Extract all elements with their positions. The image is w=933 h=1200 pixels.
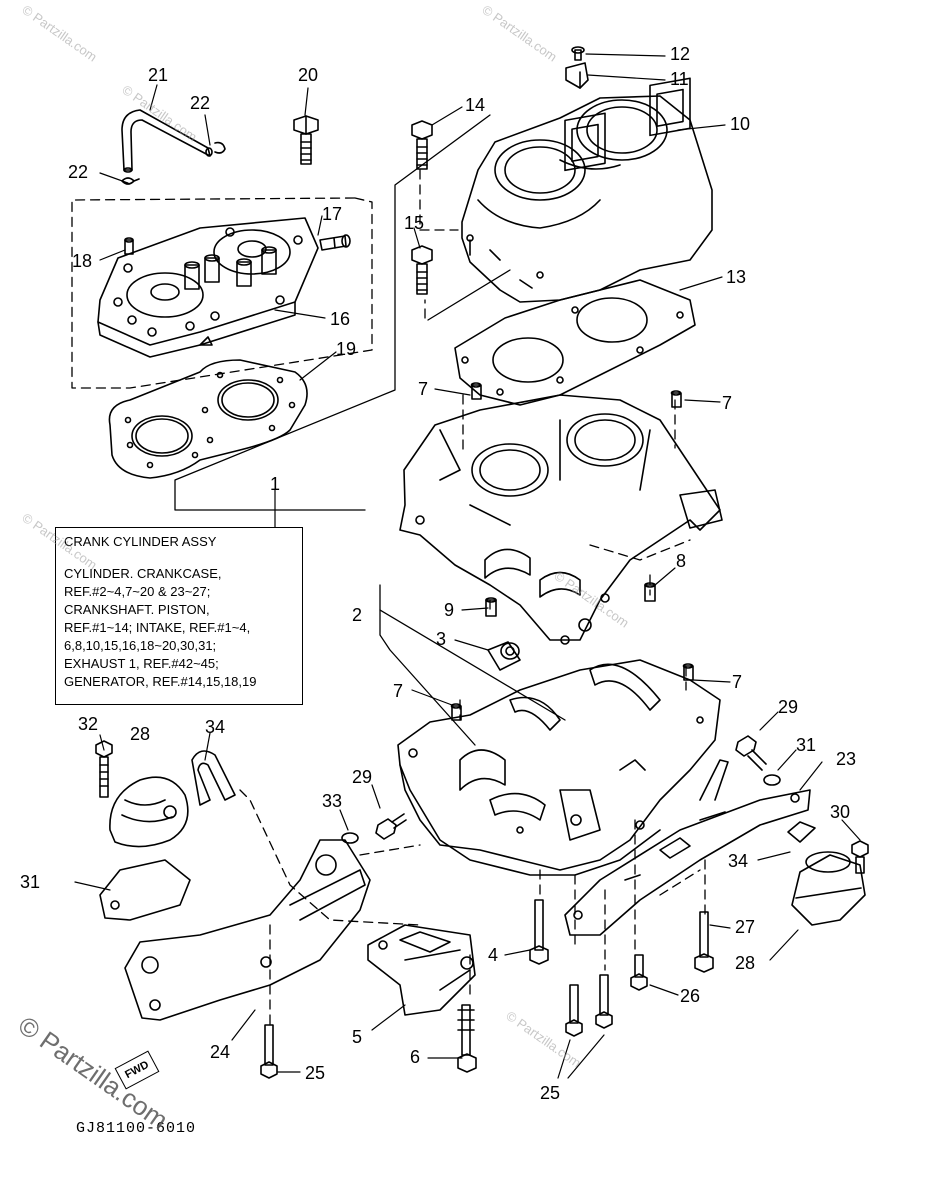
callout-number-26: 26 [680, 986, 701, 1006]
callout-number-19: 19 [336, 339, 357, 359]
engine-mount-part-23 [564, 759, 811, 936]
callout-number-28b: 28 [735, 953, 756, 973]
note-line: REF.#2~4,7~20 & 23~27; [64, 584, 211, 599]
callout-number-24: 24 [210, 1042, 231, 1062]
callout-number-34b: 34 [728, 851, 749, 871]
bolt-parts-29-30-32 [95, 735, 869, 874]
callout-number-16: 16 [330, 309, 351, 329]
callout-number-18: 18 [72, 251, 93, 271]
callout-number-2: 2 [352, 605, 363, 625]
callout-number-10: 10 [730, 114, 751, 134]
clamp-part-34a [191, 750, 236, 806]
note-line: CRANKSHAFT. PISTON, [64, 602, 210, 617]
drawing-code: GJ81100-6010 [76, 1120, 197, 1137]
callout-number-27: 27 [735, 917, 756, 937]
upper-crankcase-part-2 [399, 394, 723, 645]
callout-number-22b: 22 [68, 162, 89, 182]
callout-number-29a: 29 [778, 697, 799, 717]
assembly-note-box: CRANK CYLINDER ASSY CYLINDER. CRANKCASE,… [55, 527, 303, 705]
callout-number-15: 15 [404, 213, 425, 233]
rubber-mount-part-28a [109, 776, 189, 848]
dowel-part-18 [124, 237, 134, 255]
callout-number-14: 14 [465, 95, 486, 115]
callout-number-13: 13 [726, 267, 747, 287]
dowel-part-8 [644, 582, 656, 602]
callout-number-23: 23 [836, 749, 857, 769]
clamp-part-34b [787, 821, 816, 843]
bushing-part-3 [487, 641, 521, 671]
callout-number-31a: 31 [796, 735, 817, 755]
mount-block-part-5 [367, 924, 476, 1016]
callout-number-7a: 7 [418, 379, 429, 399]
callout-number-7d: 7 [393, 681, 404, 701]
base-gasket-part-13 [454, 279, 696, 406]
fitting-part-17 [319, 234, 351, 251]
callout-number-7c: 7 [732, 672, 743, 692]
note-title: CRANK CYLINDER ASSY [64, 534, 217, 549]
callout-number-9: 9 [444, 600, 455, 620]
leader-lines [74, 53, 861, 1079]
callout-number-29b: 29 [352, 767, 373, 787]
bolt-part-12 [571, 46, 585, 61]
bolts-4-6-25-26-27 [260, 899, 714, 1079]
callout-number-33: 33 [322, 791, 343, 811]
callout-number-12: 12 [670, 44, 691, 64]
callout-number-25a: 25 [305, 1063, 326, 1083]
callout-number-21: 21 [148, 65, 169, 85]
callout-number-32: 32 [78, 714, 99, 734]
callout-number-31b: 31 [20, 872, 41, 892]
callout-number-20: 20 [298, 65, 319, 85]
head-gasket-part-19 [108, 359, 308, 479]
dowel-parts-7 [450, 382, 694, 721]
callout-number-4: 4 [488, 945, 499, 965]
callout-number-30: 30 [830, 802, 851, 822]
callout-number-11: 11 [670, 69, 689, 89]
callout-number-7b: 7 [722, 393, 733, 413]
callout-number-5: 5 [352, 1027, 363, 1047]
group-outlines [71, 169, 706, 1026]
bolt-part-20 [293, 115, 319, 165]
bolt-part-15 [411, 245, 433, 295]
bracket-part-11 [565, 62, 589, 89]
cylinder-head-part-16 [97, 217, 319, 358]
callout-number-17: 17 [322, 204, 343, 224]
rubber-mount-part-28b [791, 851, 866, 926]
engine-mount-part-24 [124, 839, 371, 1021]
washer-part-31b [763, 774, 781, 786]
note-line: GENERATOR, REF.#14,15,18,19 [64, 674, 257, 689]
cylinder-part-10 [461, 77, 713, 303]
lower-crankcase [397, 659, 721, 876]
plate-part-31a [99, 859, 191, 921]
callout-number-25b: 25 [540, 1083, 561, 1103]
bolt-part-14 [411, 120, 433, 170]
callout-number-8: 8 [676, 551, 687, 571]
callout-number-22a: 22 [190, 93, 211, 113]
note-line: 6,8,10,15,16,18~20,30,31; [64, 638, 217, 653]
assembly-brackets [174, 114, 566, 746]
note-line: EXHAUST 1, REF.#42~45; [64, 656, 219, 671]
callout-number-1: 1 [270, 474, 281, 494]
callout-number-28a: 28 [130, 724, 151, 744]
note-line: CYLINDER. CRANKCASE, [64, 566, 222, 581]
dowel-part-9 [485, 597, 497, 617]
callout-number-34a: 34 [205, 717, 226, 737]
note-line: REF.#1~14; INTAKE, REF.#1~4, [64, 620, 251, 635]
clip-parts-22 [121, 141, 226, 185]
callout-number-3: 3 [436, 629, 447, 649]
callout-number-6: 6 [410, 1047, 421, 1067]
washer-part-33 [341, 832, 359, 844]
hose-part-21 [121, 109, 213, 173]
